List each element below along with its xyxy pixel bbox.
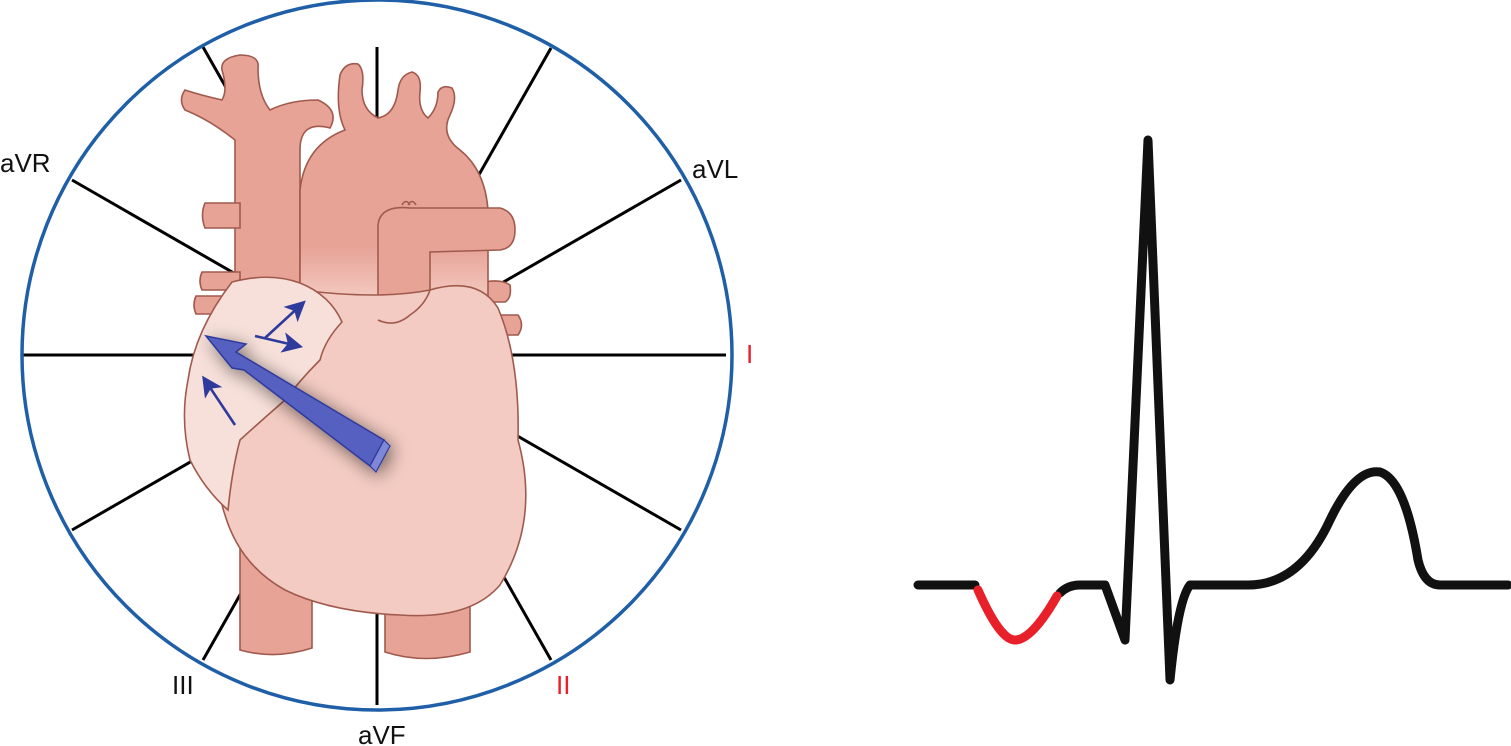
small-arrow-right [254,332,304,353]
small-arrow-up-right [264,300,306,339]
label-aVL: aVL [692,154,738,184]
ductus-detail [401,200,417,206]
conduction-arrows [202,300,306,426]
ecg-p-wave [973,585,1062,645]
ecg-trace [913,135,1511,685]
label-aVR: aVR [0,148,51,178]
mean-vector-arrow-face [369,439,391,473]
label-III: III [172,670,194,700]
label-I: I [746,339,753,369]
pulmonary-vein-upper-right [201,202,241,229]
pulmonary-artery [377,206,516,321]
septum-line [377,289,431,324]
hexaxial-circle [20,0,734,712]
ecg-baseline-and-complex [913,135,1511,685]
label-aVF: aVF [358,720,406,746]
mean-vector-arrow [204,334,391,473]
superior-vena-cava [180,54,334,301]
label-II: II [556,670,570,700]
small-arrow-up-left [202,375,237,426]
